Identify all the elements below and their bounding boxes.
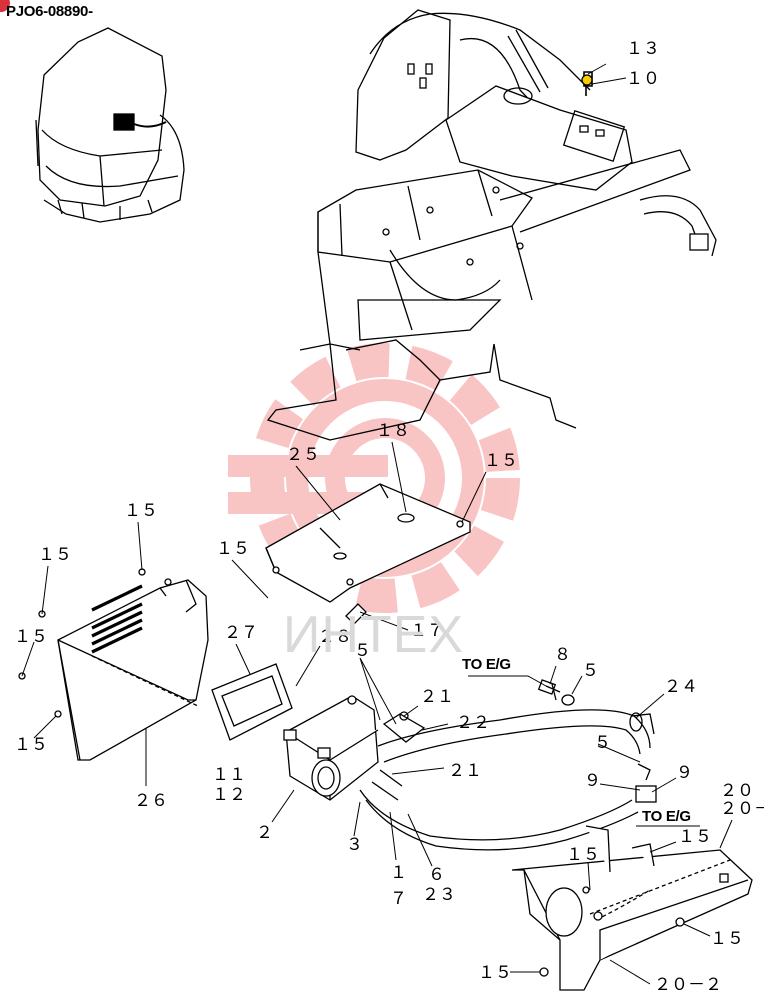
callout-28: ２８: [318, 627, 352, 647]
callout-5: ５: [582, 661, 599, 681]
callout-22: ２２: [456, 713, 490, 733]
callout-5: ５: [594, 733, 611, 753]
seal-strip-17: [345, 603, 367, 625]
gasket-27: [211, 663, 293, 741]
callout-15: １５: [38, 545, 72, 565]
callout-9: ９: [584, 771, 601, 791]
mounting-bracket-20: [511, 825, 753, 991]
callout-20: ２０: [720, 781, 754, 801]
cabin-inset-illustration: [35, 27, 185, 223]
callout-21: ２１: [420, 687, 454, 707]
callout-15: １５: [478, 963, 512, 983]
callout-21: ２１: [448, 761, 482, 781]
callout-15: １５: [678, 827, 712, 847]
heater-hose-pipes: [359, 679, 657, 851]
leader-lines: [21, 63, 733, 985]
callout-15: １５: [566, 845, 600, 865]
callout-20-2: ２０－２: [654, 975, 722, 995]
callout-17: １７: [410, 621, 444, 641]
chassis-frame-assembly: [266, 9, 717, 441]
to-engine-label: TO E/G: [462, 656, 511, 673]
callout-3: ３: [346, 835, 363, 855]
callout-12: １２: [212, 785, 246, 805]
callout-24: ２４: [664, 677, 698, 697]
callout-8: ８: [554, 645, 571, 665]
callout-labels: １３ １０ １８ ２５ １５ １５ １５ １５ １５ １５ １５ １５ １５ １…: [14, 39, 764, 995]
callout-6: ６: [428, 865, 445, 885]
heater-unit-2: [283, 695, 409, 801]
callout-15: １５: [216, 539, 250, 559]
callout-7: ７: [390, 889, 407, 909]
floor-cover-plate-25: [265, 483, 471, 603]
to-engine-label: TO E/G: [642, 808, 691, 825]
callout-5: ５: [354, 641, 371, 661]
callout-2: ２: [256, 823, 273, 843]
callout-26: ２６: [134, 791, 168, 811]
callout-1: １: [390, 863, 407, 883]
callout-25: ２５: [286, 445, 320, 465]
callout-15: １５: [710, 929, 744, 949]
callout-11: １１: [212, 765, 246, 785]
callout-15: １５: [14, 627, 48, 647]
callout-23: ２３: [422, 885, 456, 905]
corner-marker-dot: [0, 0, 10, 12]
callout-18: １８: [376, 421, 410, 441]
watermark-text: ИНТЕХ: [283, 606, 465, 664]
side-cover-26: [18, 568, 209, 761]
callout-10: １０: [626, 69, 660, 89]
callout-15: １５: [124, 501, 158, 521]
callout-20-dash: ２０－: [720, 799, 764, 819]
callout-9: ９: [676, 763, 693, 783]
drawing-code: PJO6-08890-: [6, 3, 93, 20]
callout-15: １５: [14, 735, 48, 755]
callout-13: １３: [626, 39, 660, 59]
callout-15: １５: [484, 451, 518, 471]
callout-27: ２７: [224, 623, 258, 643]
